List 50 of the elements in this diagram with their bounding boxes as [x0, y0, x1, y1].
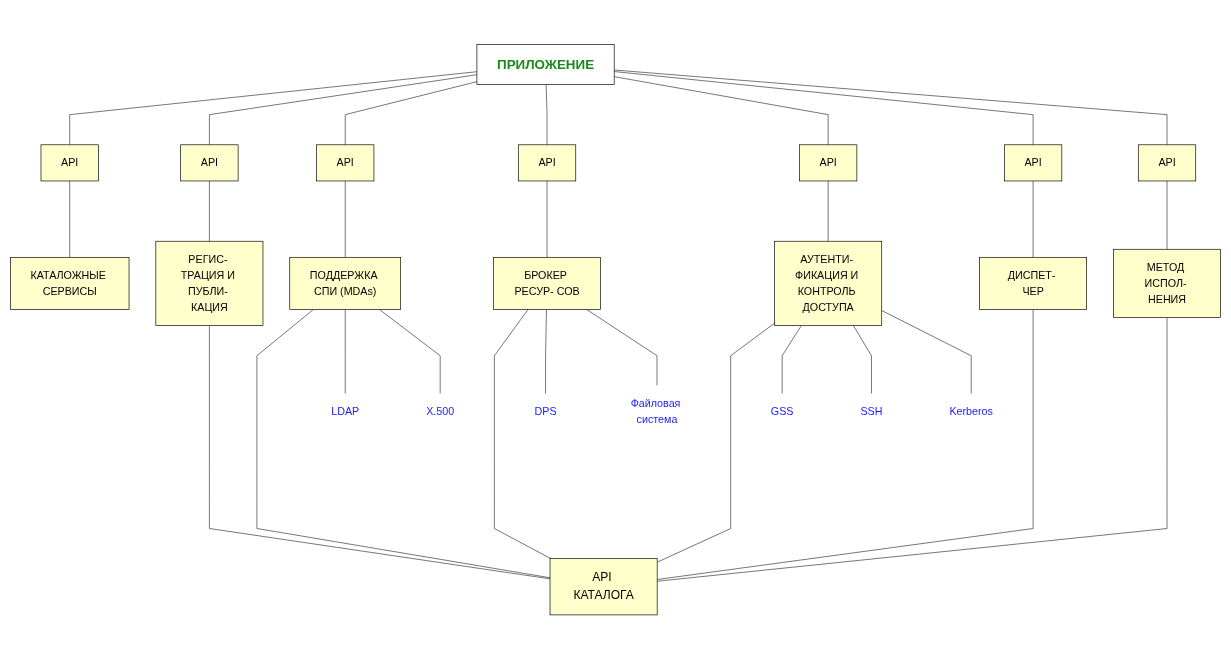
node-box: РЕГИС- ТРАЦИЯ И ПУБЛИ- КАЦИЯ [155, 240, 264, 326]
node-text: LDAP [331, 405, 360, 418]
connector [494, 309, 552, 559]
node-box: API [1138, 144, 1197, 182]
connector [379, 309, 441, 395]
connector [344, 180, 346, 258]
node-text: Kerberos [949, 405, 993, 418]
node-text: GSS [770, 405, 794, 418]
node-box: API [518, 144, 577, 182]
connector [656, 309, 1034, 580]
connector [545, 309, 547, 395]
connector [1166, 180, 1168, 250]
connector [69, 71, 478, 145]
connector [1032, 180, 1034, 258]
node-box: КАТАЛОЖНЫЕ СЕРВИСЫ [10, 256, 130, 310]
node-box: ПОДДЕРЖКА СПИ (MDAs) [289, 256, 402, 310]
connector [613, 69, 1168, 145]
node-text: DPS [534, 405, 557, 418]
connector [656, 317, 1168, 582]
connector [613, 76, 829, 145]
node-box: ПРИЛОЖЕНИЕ [476, 43, 615, 85]
connector [69, 180, 71, 258]
connector [344, 309, 346, 395]
connector [545, 84, 548, 145]
connector [344, 81, 478, 145]
node-text: X.500 [426, 405, 455, 418]
connector [853, 325, 872, 395]
connector [781, 325, 802, 395]
node-box: API [180, 144, 239, 182]
connector [881, 310, 972, 395]
connector [209, 74, 478, 145]
node-box: API [799, 144, 858, 182]
connector [256, 309, 551, 578]
connector [586, 309, 658, 387]
connector [613, 71, 1034, 145]
node-box: API [40, 144, 99, 182]
node-box: API [316, 144, 375, 182]
connector [209, 180, 210, 242]
connector [546, 180, 548, 258]
connector [656, 322, 775, 563]
node-box: БРОКЕР РЕСУР- СОВ [493, 256, 601, 310]
node-box: API КАТАЛОГА [549, 558, 658, 616]
node-text: Файловая система [630, 397, 681, 426]
connector [827, 180, 829, 242]
node-box: ДИСПЕТ- ЧЕР [979, 256, 1088, 310]
node-box: API [1004, 144, 1063, 182]
node-text: SSH [860, 405, 883, 418]
connector [209, 325, 551, 580]
node-box: АУТЕНТИ- ФИКАЦИЯ И КОНТРОЛЬ ДОСТУПА [774, 240, 883, 326]
node-box: МЕТОД ИСПОЛ- НЕНИЯ [1113, 248, 1221, 318]
